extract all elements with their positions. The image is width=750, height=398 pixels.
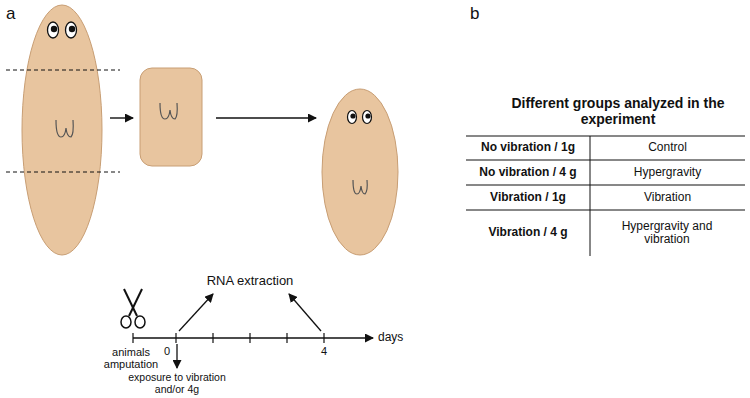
panel-letter: a [6,4,30,23]
timeline-note: animals amputation [100,346,162,371]
table-cell: Control [590,141,745,154]
table-cell: No vibration / 4 g [466,166,590,179]
leader-arrow [179,294,213,331]
regeneration-arrow [216,117,316,118]
timeline-note: RNA extraction [200,274,300,289]
table-cell: Hypergravity [590,166,745,179]
cut-line [6,70,120,71]
table-heading: Different groups analyzed in the experim… [487,96,749,127]
table-cell: Vibration / 1g [466,191,590,204]
panel-letter: b [470,4,494,23]
cut-line [6,172,120,173]
axis-tick-label: 4 [316,345,332,357]
scissors-icon [121,289,145,328]
leader-arrow [176,344,177,368]
axis-unit: days [378,331,418,344]
axis-tick-label: 0 [159,345,175,357]
intact-planarian [22,5,102,255]
table-cell: Vibration [590,191,745,204]
table-cell: Vibration / 4 g [466,226,590,239]
table-cell: No vibration / 1g [466,141,590,154]
step-arrow [110,117,133,118]
regenerated-planarian [322,89,398,255]
trunk-fragment [140,68,202,166]
leader-arrow [289,294,321,331]
table-cell: Hypergravity and vibration [607,220,727,247]
timeline-note: exposure to vibration and/or 4g [117,372,237,396]
timeline [133,333,373,343]
table-rules [466,136,745,256]
